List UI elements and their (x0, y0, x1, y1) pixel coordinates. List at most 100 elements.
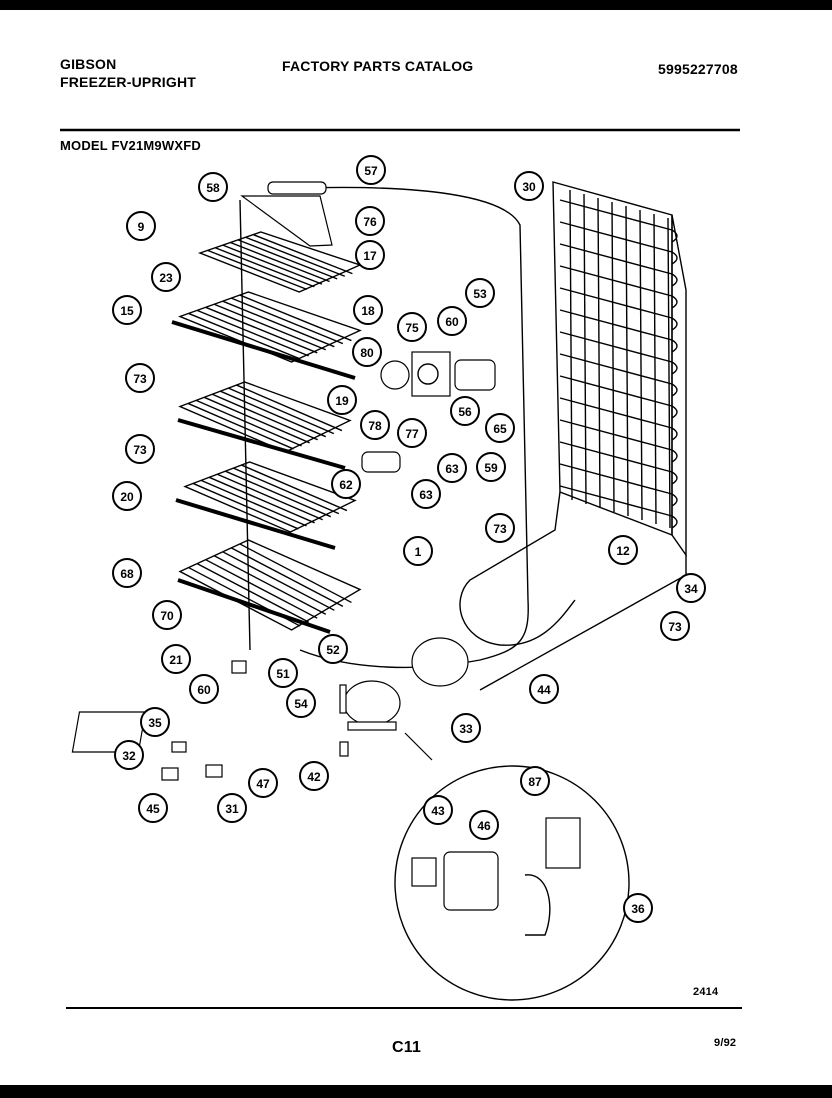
svg-text:17: 17 (363, 249, 377, 263)
svg-text:46: 46 (477, 819, 491, 833)
callout-45: 45 (138, 793, 168, 823)
callout-57: 57 (356, 155, 386, 185)
detail-circle (394, 732, 630, 1001)
callout-12: 12 (608, 535, 638, 565)
svg-text:87: 87 (528, 775, 542, 789)
svg-text:56: 56 (458, 405, 472, 419)
svg-text:30: 30 (522, 180, 536, 194)
svg-text:31: 31 (225, 802, 239, 816)
svg-text:12: 12 (616, 544, 630, 558)
svg-text:59: 59 (484, 461, 498, 475)
drain-loop (459, 491, 576, 646)
model-line: MODEL FV21M9WXFD (60, 138, 201, 153)
callout-63: 63 (437, 453, 467, 483)
callout-21: 21 (161, 644, 191, 674)
svg-text:80: 80 (360, 346, 374, 360)
svg-text:53: 53 (473, 287, 487, 301)
callout-60: 60 (437, 306, 467, 336)
shelf-4 (183, 461, 357, 533)
svg-text:35: 35 (148, 716, 162, 730)
callout-73: 73 (125, 363, 155, 393)
callout-62: 62 (331, 469, 361, 499)
callout-60: 60 (189, 674, 219, 704)
callout-1: 1 (403, 536, 433, 566)
callout-73: 73 (660, 611, 690, 641)
callout-30: 30 (514, 171, 544, 201)
svg-text:32: 32 (122, 749, 136, 763)
svg-text:63: 63 (419, 488, 433, 502)
callout-20: 20 (112, 481, 142, 511)
callout-43: 43 (423, 795, 453, 825)
fan-motor-assembly (361, 351, 496, 473)
callout-18: 18 (353, 295, 383, 325)
svg-text:34: 34 (684, 582, 698, 596)
svg-text:73: 73 (133, 443, 147, 457)
callout-56: 56 (450, 396, 480, 426)
svg-text:54: 54 (294, 697, 308, 711)
callout-35: 35 (140, 707, 170, 737)
callout-87: 87 (520, 766, 550, 796)
callout-23: 23 (151, 262, 181, 292)
callout-52: 52 (318, 634, 348, 664)
callout-63: 63 (411, 479, 441, 509)
callout-31: 31 (217, 793, 247, 823)
svg-text:20: 20 (120, 490, 134, 504)
svg-text:60: 60 (445, 315, 459, 329)
svg-text:58: 58 (206, 181, 220, 195)
callout-73: 73 (125, 434, 155, 464)
callout-42: 42 (299, 761, 329, 791)
callout-70: 70 (152, 600, 182, 630)
compressor-area (71, 637, 469, 781)
svg-text:19: 19 (335, 394, 349, 408)
callout-44: 44 (529, 674, 559, 704)
shelf-1 (197, 231, 362, 293)
svg-text:36: 36 (631, 902, 645, 916)
callout-17: 17 (355, 240, 385, 270)
catalog-number: 5995227708 (658, 61, 738, 77)
callout-65: 65 (485, 413, 515, 443)
callout-68: 68 (112, 558, 142, 588)
callout-34: 34 (676, 573, 706, 603)
callout-15: 15 (112, 295, 142, 325)
refrigerant-line (299, 186, 529, 669)
svg-text:63: 63 (445, 462, 459, 476)
svg-text:70: 70 (160, 609, 174, 623)
svg-text:21: 21 (169, 653, 183, 667)
brand-label: GIBSON (60, 56, 117, 72)
svg-text:75: 75 (405, 321, 419, 335)
callout-9: 9 (126, 211, 156, 241)
callout-19: 19 (327, 385, 357, 415)
svg-text:18: 18 (361, 304, 375, 318)
callout-46: 46 (469, 810, 499, 840)
light-housing (240, 181, 333, 247)
svg-text:68: 68 (120, 567, 134, 581)
svg-text:52: 52 (326, 643, 340, 657)
svg-text:15: 15 (120, 304, 134, 318)
date-code: 9/92 (714, 1037, 737, 1049)
suction-line (479, 555, 687, 691)
callout-73: 73 (485, 513, 515, 543)
top-border (0, 0, 832, 10)
callout-76: 76 (355, 206, 385, 236)
shelf-5 (178, 539, 362, 631)
product-label: FREEZER-UPRIGHT (60, 74, 196, 90)
svg-text:45: 45 (146, 802, 160, 816)
shelf-3 (178, 381, 352, 453)
svg-text:1: 1 (415, 545, 422, 559)
condenser-coil (552, 181, 687, 558)
svg-text:51: 51 (276, 667, 290, 681)
bottom-border (0, 1085, 832, 1098)
callout-80: 80 (352, 337, 382, 367)
svg-text:43: 43 (431, 804, 445, 818)
callout-75: 75 (397, 312, 427, 342)
page-code: C11 (392, 1039, 422, 1056)
svg-text:77: 77 (405, 427, 419, 441)
svg-text:44: 44 (537, 683, 551, 697)
callout-54: 54 (286, 688, 316, 718)
wire-shelves (171, 199, 362, 651)
shelf-2 (178, 291, 362, 363)
callout-58: 58 (198, 172, 228, 202)
svg-text:23: 23 (159, 271, 173, 285)
svg-text:78: 78 (368, 419, 382, 433)
